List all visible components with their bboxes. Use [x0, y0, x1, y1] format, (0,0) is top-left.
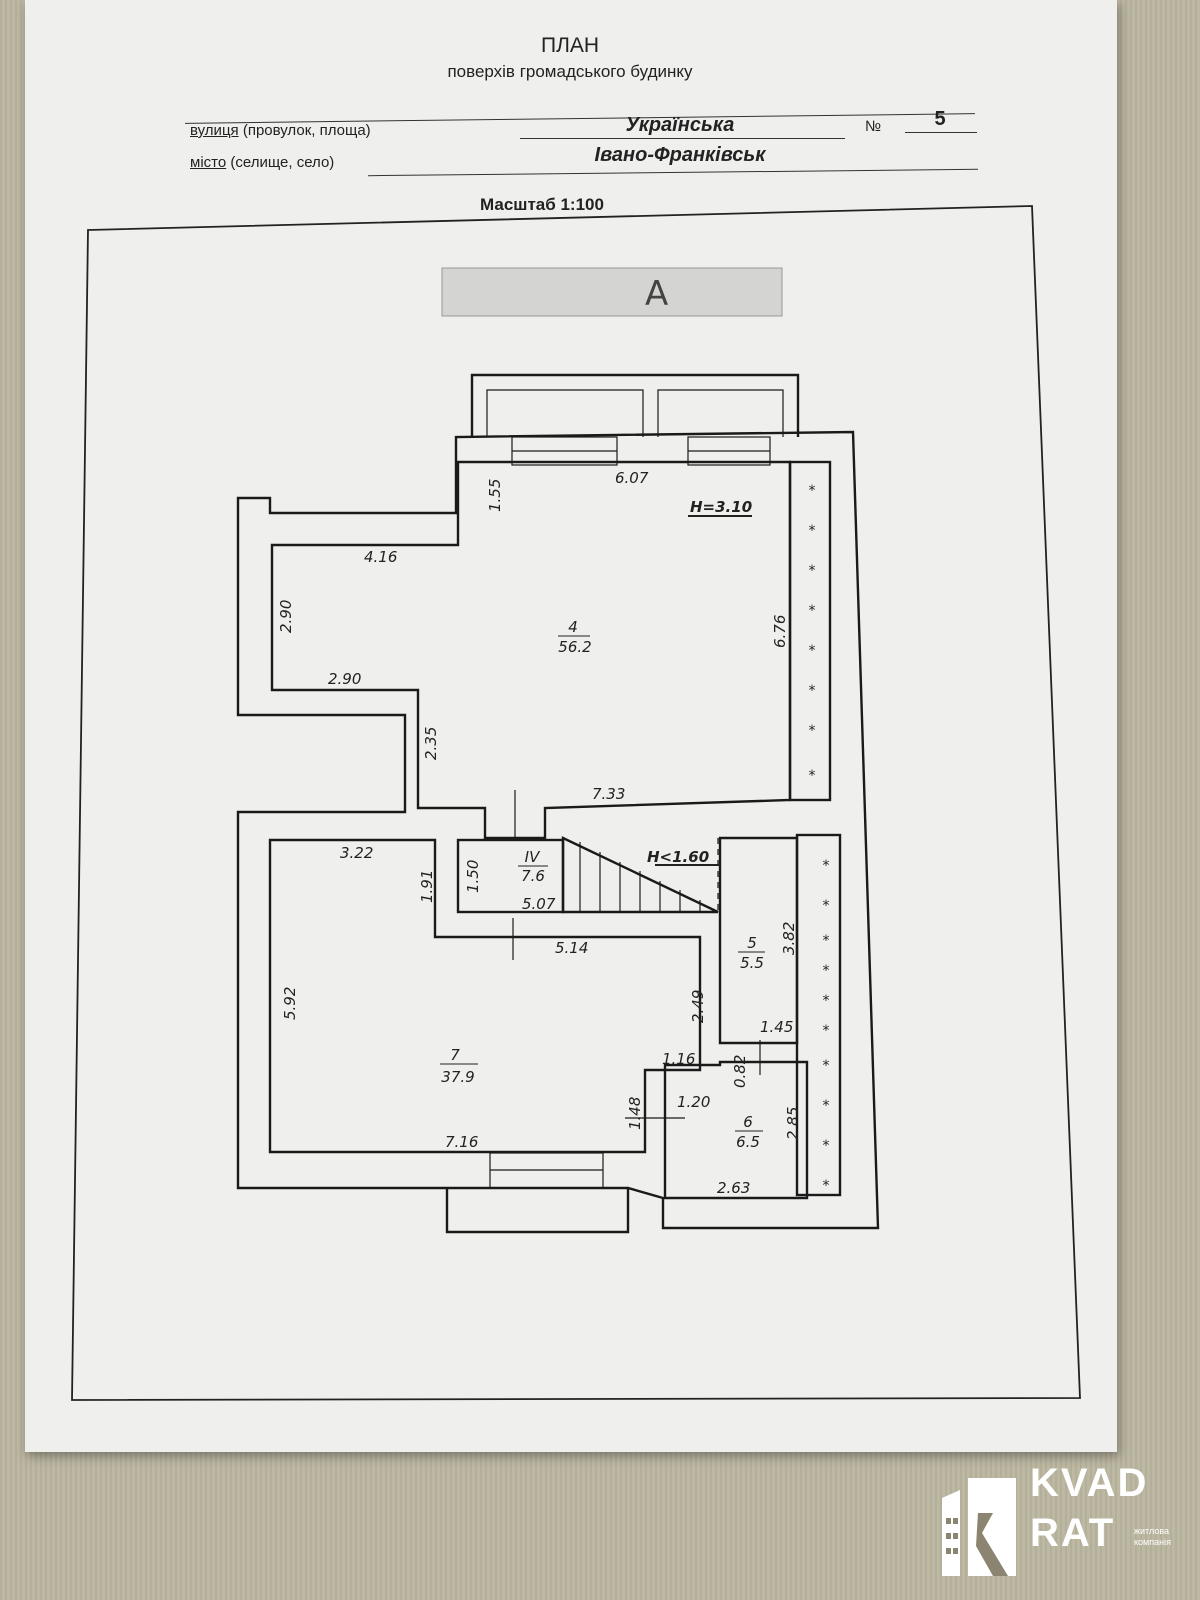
room-number: 4 [568, 618, 578, 636]
dimension: 2.35 [422, 727, 440, 760]
room-number: 6 [743, 1113, 753, 1131]
window-mark: * [823, 933, 830, 949]
room-area: 5.5 [740, 954, 764, 972]
window-mark: * [809, 523, 816, 539]
dimension: 4.16 [364, 548, 397, 566]
window-mark: * [809, 723, 816, 739]
room-7-outline [268, 838, 702, 1154]
window-mark: * [809, 768, 816, 784]
window-mark: * [823, 1138, 830, 1154]
window-mark: * [823, 858, 830, 874]
stamp [441, 267, 783, 317]
dimension: 1.55 [486, 479, 504, 512]
height-stairs: Н<1.60 [647, 848, 709, 866]
building-logo-icon [942, 1478, 1016, 1576]
dimension-labels: 6.07 1.55 4.16 2.90 2.90 6.76 2.35 7.33 … [277, 469, 802, 1197]
window-mark: * [809, 483, 816, 499]
window-marks: * * * * * * * * * * * * * * * * * * [809, 483, 830, 1194]
dimension: 7.33 [592, 785, 625, 803]
street-value: Українська [625, 114, 735, 136]
room-area: 37.9 [441, 1068, 474, 1086]
room-labels: 4 56.2 IV 7.6 5 5.5 7 37.9 6 6.5 [440, 618, 765, 1151]
room-number: 7 [450, 1046, 460, 1064]
street-label-rest: (провулок, площа) [238, 122, 371, 139]
dimension: 2.90 [277, 600, 295, 633]
plan-frame [71, 205, 1081, 1401]
stamp-letter: А [645, 274, 668, 314]
street-label-main: вулиця [190, 122, 239, 139]
number-label: № [865, 118, 882, 135]
room-6-outline [663, 1060, 809, 1200]
dimension: 0.82 [731, 1055, 749, 1088]
room-area: 6.5 [736, 1133, 760, 1151]
dimension: 1.91 [418, 870, 436, 903]
kvadrat-watermark: KVAD RAT житлова компанія [938, 1452, 1198, 1592]
height-main: Н=3.10 [690, 498, 752, 516]
window-mark: * [823, 898, 830, 914]
window-mark: * [809, 603, 816, 619]
scale-label: Масштаб 1:100 [480, 195, 604, 214]
document-subtitle: поверхів громадського будинку [447, 62, 693, 81]
window-mark: * [823, 963, 830, 979]
dimension: 2.63 [717, 1179, 750, 1197]
brand-tagline: житлова компанія [1134, 1526, 1171, 1547]
dimension: 1.16 [662, 1050, 695, 1068]
plan-details [489, 436, 771, 1189]
city-label: місто (селище, село) [190, 154, 334, 171]
street-underline [520, 138, 845, 139]
dimension: 1.50 [464, 860, 482, 893]
document-sheet [25, 0, 1117, 1452]
dimension: 2.90 [328, 670, 361, 688]
room-number: 5 [747, 934, 757, 952]
balcony-top-right [657, 389, 784, 437]
balcony-top [470, 373, 800, 437]
window-strip-upper [788, 460, 832, 802]
room-area: 7.6 [521, 867, 545, 885]
dimension: 2.49 [689, 990, 707, 1023]
walls [236, 373, 880, 1234]
dimension: 1.45 [760, 1018, 793, 1036]
dimension: 1.48 [626, 1097, 644, 1130]
room-area: 56.2 [558, 638, 591, 656]
window-mark: * [823, 1098, 830, 1114]
dimension: 2.85 [784, 1107, 802, 1140]
window-mark: * [809, 643, 816, 659]
city-label-rest: (селище, село) [226, 154, 335, 171]
window-mark: * [823, 1023, 830, 1039]
dimension: 5.14 [555, 939, 588, 957]
window-mark: * [809, 563, 816, 579]
dimension: 1.20 [677, 1093, 710, 1111]
window-mark: * [823, 993, 830, 1009]
city-value: Івано-Франківськ [594, 144, 766, 166]
window-strip-lower [795, 833, 842, 1197]
balcony-top-left [486, 389, 644, 437]
dimension: 7.16 [445, 1133, 478, 1151]
window-mark: * [809, 683, 816, 699]
dimension: 6.76 [771, 615, 789, 648]
window-mark: * [823, 1178, 830, 1194]
dimension: 5.92 [281, 987, 299, 1020]
balcony-bottom [445, 1188, 630, 1234]
room-4-outline [270, 460, 792, 840]
number-value: 5 [934, 108, 946, 130]
room-number: IV [525, 848, 541, 866]
city-label-main: місто [190, 154, 227, 171]
window-mark: * [823, 1058, 830, 1074]
document-title: ПЛАН [540, 34, 600, 57]
number-underline [905, 132, 977, 133]
brand-name: KVAD RAT [1030, 1461, 1149, 1555]
street-label: вулиця (провулок, площа) [190, 122, 371, 139]
outer-wall [236, 430, 880, 1230]
dimension: 5.07 [522, 895, 556, 913]
dimension: 3.82 [780, 922, 798, 955]
dimension: 6.07 [615, 469, 649, 487]
dimension: 3.22 [340, 844, 373, 862]
